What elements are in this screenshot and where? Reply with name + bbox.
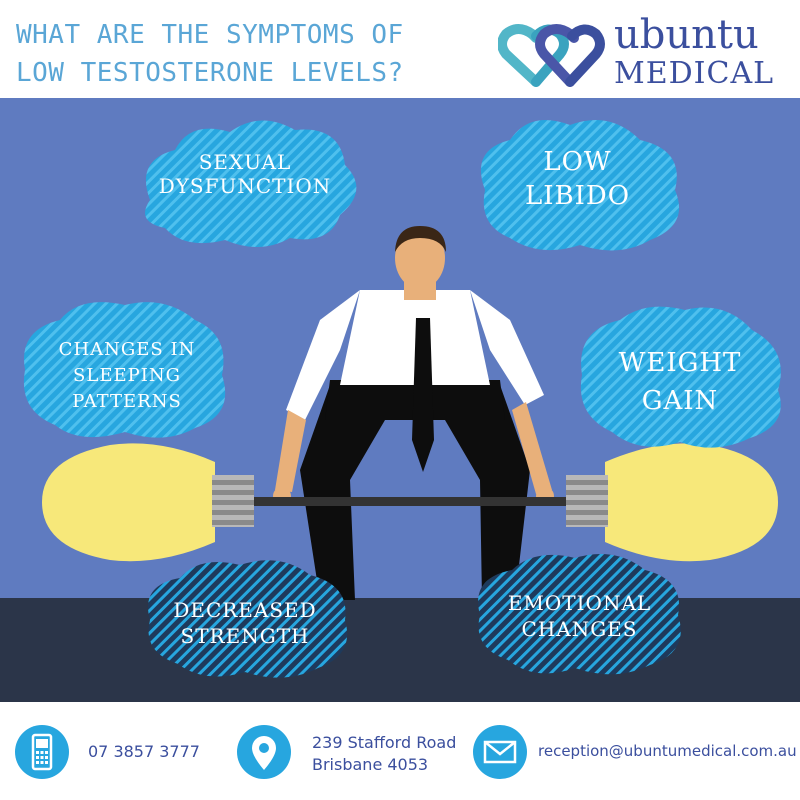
symptom-changes-in-sleeping-patterns: CHANGES IN SLEEPING PATTERNS <box>58 339 196 413</box>
cloud-sexual-dysfunction <box>145 120 357 248</box>
left-bulb-weight <box>42 443 254 562</box>
title-line-2: LOW TESTOSTERONE LEVELS? <box>16 58 404 88</box>
cloud-decreased-strength <box>148 560 348 678</box>
email-link[interactable]: reception@ubuntumedical.com.au <box>538 742 797 760</box>
phone-number[interactable]: 07 3857 3777 <box>88 742 200 761</box>
right-bulb-weight <box>566 443 778 562</box>
tie <box>412 318 434 472</box>
cloud-weight-gain <box>580 306 781 448</box>
legs <box>300 380 530 600</box>
symptom-low-libido: LOW LIBIDO <box>524 147 631 211</box>
phone-icon <box>15 725 69 779</box>
barbell-bar <box>250 497 570 506</box>
symptom-sexual-dysfunction: SEXUAL DYSFUNCTION <box>158 150 332 198</box>
brand-name: ubuntu <box>614 12 759 58</box>
symptom-emotional-changes: EMOTIONAL CHANGES <box>507 591 652 641</box>
envelope-icon <box>473 725 527 779</box>
brand-subtitle: MEDICAL <box>614 56 775 91</box>
footer: 07 3857 3777 239 Stafford Road Brisbane … <box>0 702 800 800</box>
cloud-sleeping-patterns <box>23 302 226 438</box>
address: 239 Stafford Road Brisbane 4053 <box>312 733 457 774</box>
header: WHAT ARE THE SYMPTOMS OF LOW TESTOSTERON… <box>0 0 800 98</box>
symptom-weight-gain: WEIGHT GAIN <box>618 348 742 416</box>
cloud-emotional-changes <box>478 554 681 675</box>
location-pin-icon <box>237 725 291 779</box>
symptom-decreased-strength: DECREASED STRENGTH <box>173 598 317 648</box>
head <box>395 226 446 300</box>
torso <box>286 290 544 420</box>
heart-logo-icon <box>498 24 605 87</box>
title-line-1: WHAT ARE THE SYMPTOMS OF <box>16 20 404 50</box>
cloud-low-libido <box>480 120 680 251</box>
